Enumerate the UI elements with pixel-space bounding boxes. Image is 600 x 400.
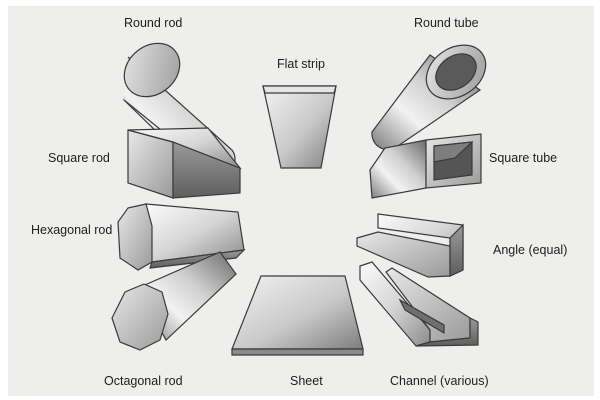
- label-round-tube: Round tube: [414, 16, 479, 30]
- flat-strip-shape: [262, 85, 337, 169]
- shapes-canvas: [111, 42, 487, 356]
- label-round-rod: Round rod: [124, 16, 183, 30]
- label-angle-equal: Angle (equal): [493, 243, 568, 257]
- label-sheet: Sheet: [290, 374, 323, 388]
- label-flat-strip: Flat strip: [277, 57, 325, 71]
- square-rod-shape: [127, 127, 242, 199]
- angle-equal-shape: [356, 213, 464, 278]
- diagram-figure: Round rod Round tube Flat strip Square r…: [8, 6, 594, 396]
- square-tube-shape: [369, 133, 482, 199]
- label-channel-various: Channel (various): [390, 374, 489, 388]
- label-square-tube: Square tube: [489, 151, 558, 165]
- label-octagonal-rod: Octagonal rod: [104, 374, 183, 388]
- label-square-rod: Square rod: [48, 151, 110, 165]
- sheet-shape: [231, 275, 364, 356]
- round-tube-shape: [371, 44, 487, 151]
- channel-shape: [359, 261, 479, 347]
- label-hexagonal-rod: Hexagonal rod: [31, 223, 113, 237]
- hexagonal-rod-shape: [117, 203, 246, 271]
- octagonal-rod-shape: [111, 251, 237, 351]
